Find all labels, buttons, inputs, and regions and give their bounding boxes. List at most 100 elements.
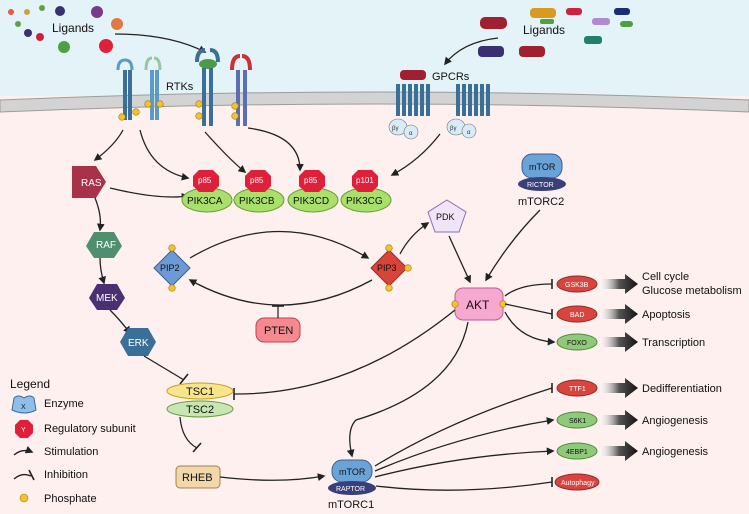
4ebp1-node: [556, 442, 598, 460]
4ebp1-label: 4EBP1: [566, 449, 588, 456]
arrow-ligands-to-rtk: [114, 33, 207, 53]
inhibition-mtorc1-autophagy: [375, 481, 553, 491]
pip2-label: PIP2: [160, 263, 180, 273]
legend-inhibition-icon: [13, 473, 32, 480]
outcome-angiogenesis-2: Angiogenesis: [642, 446, 709, 458]
arrow-rtk-to-pik3ca: [139, 129, 190, 181]
gpcr-receptors: [388, 70, 490, 140]
legend-inhibition-bar: [28, 469, 35, 481]
legend-stimulation-label: Stimulation: [44, 446, 98, 458]
legend-enzyme-symbol: X: [21, 404, 26, 411]
p101-label: p101: [356, 176, 374, 185]
mtorc2-mtor-label: mTOR: [529, 162, 556, 172]
arrow-ras-to-raf: [94, 197, 105, 232]
arrow-ligands-to-gpcr: [444, 37, 499, 66]
ligands-right-label: Ligands: [523, 23, 565, 37]
legend-regulatory-label: Regulatory subunit: [44, 423, 136, 435]
ras-node: [72, 166, 106, 198]
arrow-akt-to-foxo: [504, 311, 556, 346]
arrow-rtk-to-pik3cb: [204, 131, 247, 173]
autophagy-label: Autophagy: [561, 480, 595, 487]
pik3cd-label: PIK3CD: [293, 196, 329, 207]
inhibition-bar-tsc-rheb: [192, 442, 202, 453]
legend-title: Legend: [10, 377, 50, 391]
foxo-label: FOXO: [567, 340, 587, 347]
pik3cb-label: PIK3CB: [239, 196, 275, 207]
p85-label-b: p85: [250, 176, 264, 185]
mek-node: [89, 284, 125, 310]
legend-stimulation-icon: [13, 446, 34, 456]
p85-label-d: p85: [304, 176, 318, 185]
rictor-label: RICTOR: [527, 182, 554, 189]
arrow-rtk-to-ras: [93, 129, 124, 161]
outcome-angiogenesis-1: Angiogenesis: [642, 415, 709, 427]
erk-label: ERK: [128, 338, 149, 349]
inhibition-tsc-rheb: [179, 416, 198, 449]
legend-inhibition-label: Inhibition: [44, 469, 88, 481]
inhibition-akt-tsc: [233, 309, 456, 395]
outcome-transcription: Transcription: [642, 337, 705, 349]
arrow-pdk-to-akt: [448, 235, 471, 284]
legend-phosphate-label: Phosphate: [44, 493, 97, 505]
arrow-gpcr-to-pik3cg: [390, 133, 441, 176]
mtorc1-label: mTORC1: [328, 499, 374, 511]
arrow-rheb-to-mtorc1: [219, 473, 326, 481]
legend-regulatory-symbol: Y: [21, 427, 26, 434]
mek-label: MEK: [96, 293, 118, 304]
arrow-mek-to-erk: [109, 309, 131, 335]
s6k1-node: [556, 411, 598, 429]
tsc1-label: TSC1: [186, 386, 214, 398]
mtorc2-label: mTORC2: [518, 196, 564, 208]
arrow-rtk-to-pik3cd: [247, 127, 304, 172]
erk-node: [120, 328, 156, 356]
bad-node: [556, 305, 598, 323]
arrow-pip2-to-pip3: [189, 230, 370, 259]
inhibition-erk-to-tsc: [143, 355, 185, 381]
ligands-right: [478, 8, 633, 57]
receptor-phosphates: [118, 100, 239, 121]
bad-label: BAD: [570, 312, 584, 319]
arrow-pip3-to-pdk: [399, 222, 430, 255]
pik3cg-label: PIK3CG: [346, 196, 383, 207]
mtorc2-rictor-node: [518, 177, 566, 191]
gsk3b-label: GSK3B: [565, 282, 589, 289]
rtk-receptors: [116, 48, 252, 126]
legend-regulatory-icon: [15, 420, 33, 438]
raptor-label: RAPTOR: [336, 486, 365, 493]
outcome-apoptosis: Apoptosis: [642, 309, 691, 321]
arrow-mtorc1-to-4ebp1: [374, 447, 555, 478]
p85-label-a: p85: [198, 176, 212, 185]
akt-phosphates: [451, 300, 507, 308]
gpcrs-label: GPCRs: [432, 71, 470, 83]
arrow-mtorc1-to-s6k1: [374, 417, 555, 472]
ligands-left-label: Ligands: [52, 21, 94, 35]
outcome-cell-cycle: Cell cycle: [642, 271, 689, 283]
pip-phosphates: [168, 244, 412, 292]
cell-membrane: [0, 91, 749, 113]
mtorc1-raptor-node: [328, 481, 376, 495]
arrow-ras-to-pik3ca: [109, 187, 190, 201]
pik3-complexes: [181, 170, 392, 213]
beta-gamma-label-1: βγ: [392, 126, 398, 132]
arrow-raf-to-mek: [98, 257, 106, 285]
pdk-node: [427, 199, 467, 233]
mtorc1-mtor-label: mTOR: [339, 467, 366, 477]
s6k1-label: S6K1: [569, 418, 586, 425]
akt-label: AKT: [466, 298, 490, 312]
foxo-node: [556, 333, 598, 351]
autophagy-node: [554, 473, 600, 491]
pdk-label: PDK: [436, 212, 455, 222]
tsc2-label: TSC2: [186, 404, 214, 416]
pten-label: PTEN: [264, 325, 293, 337]
ttf1-node: [556, 379, 598, 397]
inhibition-akt-bad: [504, 303, 553, 315]
raf-label: RAF: [96, 240, 116, 251]
legend-phosphate-icon: [19, 493, 29, 503]
inhibition-bar-erk-tsc: [179, 373, 189, 385]
alpha-label-1: α: [409, 131, 413, 137]
tsc1-node: [166, 382, 234, 400]
rtks-label: RTKs: [166, 81, 194, 93]
legend-enzyme-icon: [11, 395, 37, 414]
ligands-left: [8, 5, 123, 53]
